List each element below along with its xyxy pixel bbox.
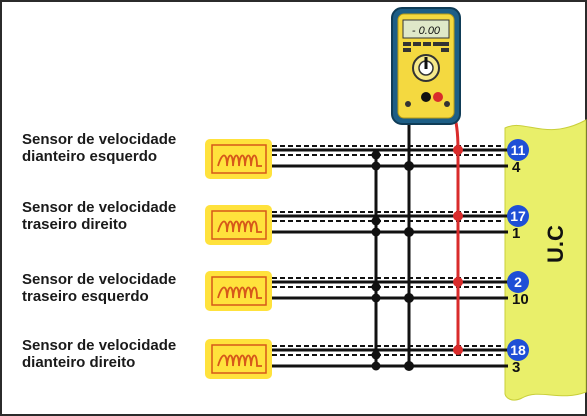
junction-dot [404,161,414,171]
sensor-core-outline [211,144,267,174]
sensor-coil [217,286,262,299]
pin-bubble [507,339,529,361]
uc-label: U.C [543,225,568,263]
junction-dot [371,361,381,371]
sensor-label-line1: Sensor de velocidade [22,271,177,288]
sensor-core-outline [211,276,267,306]
junction-dot [371,282,381,292]
junctions [371,145,463,371]
probe-junction-dot [453,277,463,287]
speed-sensor-icon [205,271,272,311]
multimeter-reading: - 0.00 [412,25,441,37]
sensor-core-outline [211,344,267,374]
uc-pins: 114 171 210 183 [507,139,529,376]
sensor-label-line1: Sensor de velocidade [22,131,177,148]
pin-number-a: 2 [514,274,522,290]
speed-sensor-icon [205,339,272,379]
pin-number-b: 3 [512,359,520,376]
pin-bubble [507,271,529,293]
jack-small-left [405,101,411,107]
sensor-label-line1: Sensor de velocidade [22,199,177,216]
pin-number-a: 18 [510,342,526,358]
sensor-coil [217,220,262,233]
selector-dial-pointer [424,57,428,69]
sensor-icons [205,139,272,379]
multimeter[interactable]: - 0.00 [391,7,461,125]
sensor-label-line2: dianteiro direito [22,354,136,371]
sensor-label-1: Sensor de velocidade dianteiro esquerdo [22,131,176,165]
junction-dot [371,227,381,237]
junction-dot [371,350,381,360]
wire-harness [272,145,508,368]
junction-dot [404,227,414,237]
speed-sensor-icon [205,139,272,179]
volt-jack[interactable] [433,92,443,102]
com-jack[interactable] [421,92,431,102]
junction-dot [371,150,381,160]
jack-small-right [444,101,450,107]
uc-unit [504,119,587,401]
pin-number-a: 11 [511,142,526,158]
probe-junction-dot [453,211,463,221]
speed-sensor-icon [205,205,272,245]
probe-junction-dot [453,145,463,155]
pin-number-b: 1 [512,225,520,242]
sensor-label-2: Sensor de velocidade traseiro direito [22,199,176,233]
multimeter-buttons[interactable] [403,42,449,52]
probe-junction-dot [453,345,463,355]
sensor-label-4: Sensor de velocidade dianteiro direito [22,337,176,371]
pin-bubble [507,205,529,227]
junction-dot [371,293,381,303]
junction-dot [371,161,381,171]
junction-dot [404,361,414,371]
pin-number-a: 17 [510,208,526,224]
pin-bubble [507,139,529,161]
junction-dot [371,216,381,226]
pin-number-b: 4 [512,159,521,176]
sensor-label-line2: dianteiro esquerdo [22,148,158,165]
sensor-core-outline [211,210,267,240]
sensor-coil [217,154,262,167]
junction-dot [404,293,414,303]
sensor-coil [217,354,262,367]
multimeter-display [402,19,450,39]
pin-number-b: 10 [512,291,529,308]
sensor-label-line1: Sensor de velocidade [22,337,177,354]
sensor-label-line2: traseiro direito [22,216,128,233]
sensor-label-3: Sensor de velocidade traseiro esquerdo [22,271,176,305]
sensor-label-line2: traseiro esquerdo [22,288,149,305]
